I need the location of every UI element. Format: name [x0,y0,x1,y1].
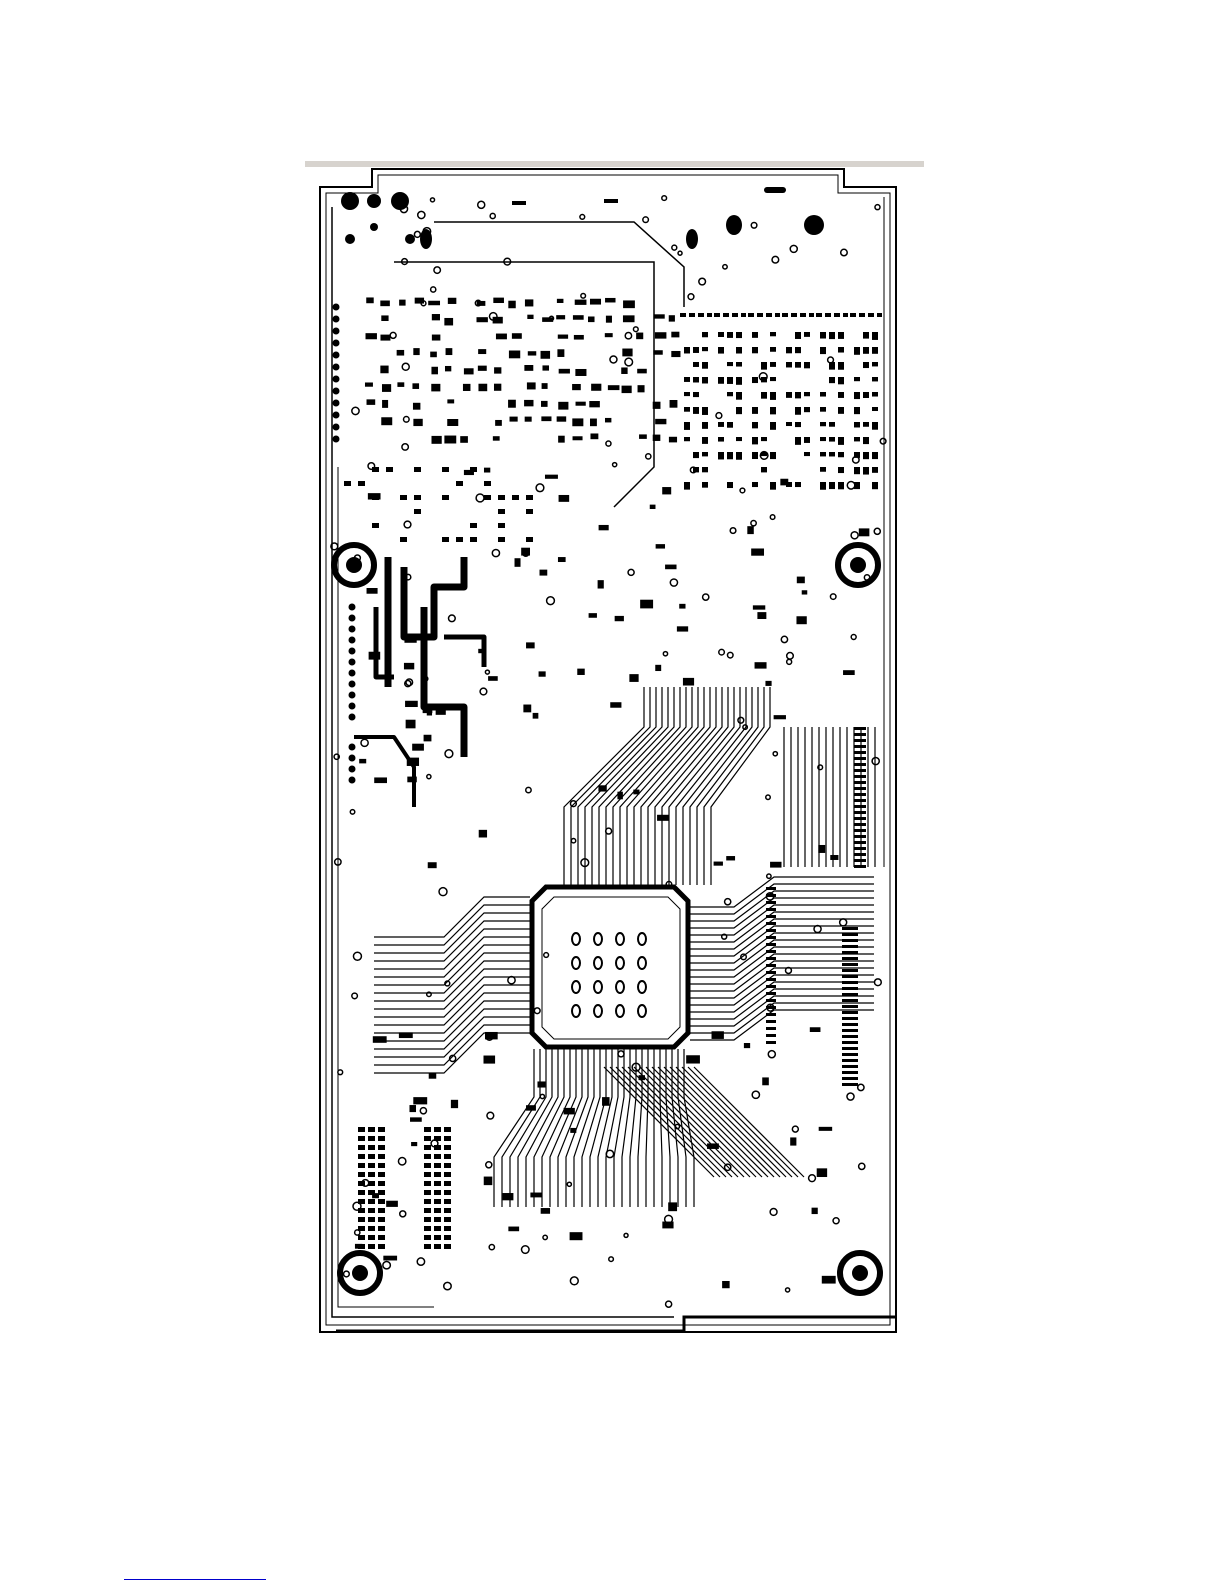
mounting-hole-bottom-right [840,1253,880,1293]
mounting-hole-bottom-left [340,1253,380,1293]
main-ic [532,887,688,1047]
power-traces [354,557,484,807]
upper-right-channel-array [680,315,882,490]
mounting-hole-top-right [838,545,878,585]
mounting-hole-top-left [334,545,374,585]
right-connector-strips [766,727,866,1086]
vias [331,196,886,1308]
upper-left-components [344,297,680,542]
top-connector-pads [341,187,824,249]
pcb-layout-figure [314,167,904,1339]
trace-bundles [332,197,884,1317]
footnote-rule [124,1579,266,1580]
